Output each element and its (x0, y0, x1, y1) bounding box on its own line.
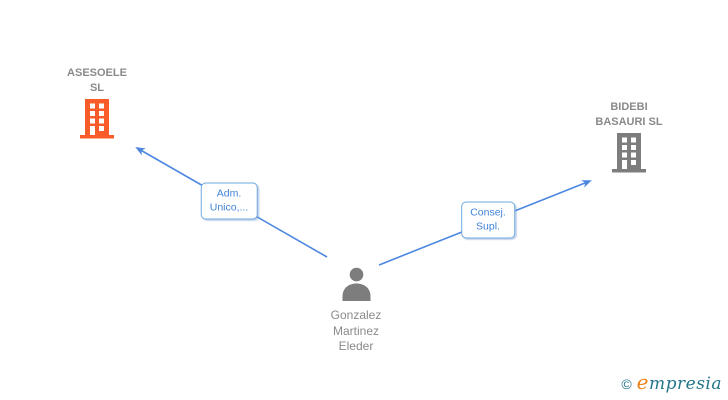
company-name: BIDEBI BASAURI SL (595, 101, 663, 128)
building-icon[interactable] (80, 99, 114, 144)
building-icon[interactable] (612, 133, 646, 178)
empresia-watermark: © empresia (621, 370, 722, 394)
person-icon[interactable] (341, 267, 372, 306)
company-name: ASESOELE SL (67, 67, 127, 94)
node-company-asesoele[interactable]: ASESOELE SL (37, 66, 157, 144)
person-name: Gonzalez Martinez Eleder (330, 308, 382, 353)
copyright-icon: © (621, 376, 632, 392)
brand-logo: empresia (636, 370, 722, 394)
node-person-gonzalez-martinez-eleder[interactable]: Gonzalez Martinez Eleder (296, 267, 416, 355)
edge-label-adm-unico[interactable]: Adm. Unico,... (200, 182, 258, 220)
node-company-bidebi-basauri[interactable]: BIDEBI BASAURI SL (569, 100, 689, 178)
edge-label-consej-supl[interactable]: Consej. Supl. (461, 201, 515, 239)
